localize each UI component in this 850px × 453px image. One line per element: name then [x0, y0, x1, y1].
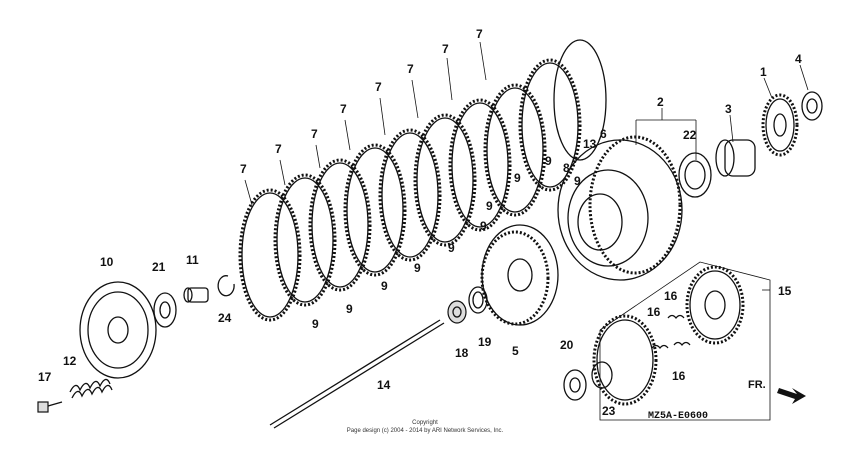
label-21: 21: [152, 260, 166, 274]
label-9j: 9: [574, 174, 581, 188]
oil-pump-drive-sprocket: [592, 314, 658, 406]
lifter-rod: [269, 319, 445, 429]
label-5: 5: [512, 344, 519, 358]
label-4: 4: [795, 52, 802, 66]
spacer: [715, 139, 756, 177]
front-direction-arrow-icon: [777, 388, 806, 404]
label-9a: 9: [312, 317, 319, 331]
label-7a: 7: [240, 162, 247, 176]
label-7c: 7: [311, 127, 318, 141]
lifter-piece: [183, 287, 209, 303]
label-16c: 16: [672, 369, 686, 383]
oil-pump-gear-box: [599, 261, 771, 421]
label-7f: 7: [407, 62, 414, 76]
label-13: 13: [583, 137, 597, 151]
label-2: 2: [657, 95, 664, 109]
label-22: 22: [683, 128, 697, 142]
label-23: 23: [602, 404, 616, 418]
thrust-washer: [563, 369, 587, 401]
label-6: 6: [600, 127, 607, 141]
release-bearing: [153, 292, 177, 328]
label-16b: 16: [647, 305, 661, 319]
label-12: 12: [63, 354, 77, 368]
copyright-title: Copyright: [412, 420, 438, 426]
label-16a: 16: [664, 289, 678, 303]
collar: [591, 361, 613, 389]
label-7e: 7: [375, 80, 382, 94]
drive-sprocket: [761, 93, 799, 157]
snap-ring: [217, 275, 235, 297]
needle-bearing: [678, 152, 712, 198]
label-1: 1: [760, 65, 767, 79]
label-9b: 9: [346, 302, 353, 316]
clutch-outer: [557, 135, 683, 281]
label-11: 11: [186, 253, 199, 267]
pressure-plate: [79, 281, 157, 379]
label-18: 18: [455, 346, 469, 360]
label-24: 24: [218, 311, 232, 325]
lock-nut: [447, 300, 467, 324]
diagram-code: MZ5A-E0600: [648, 411, 708, 422]
label-9e: 9: [448, 241, 455, 255]
label-10: 10: [100, 255, 114, 269]
label-15: 15: [778, 284, 792, 298]
label-9i: 9: [545, 154, 552, 168]
label-14: 14: [377, 378, 391, 392]
leader-lines: [244, 41, 809, 291]
label-7h: 7: [476, 27, 483, 41]
copyright-notice: Page design (c) 2004 - 2014 by ARI Netwo…: [347, 428, 504, 434]
damper-springs: [651, 314, 691, 350]
clutch-center: [480, 224, 559, 326]
label-9c: 9: [381, 279, 388, 293]
label-7b: 7: [275, 142, 282, 156]
part-labels: 1 2 3 4 5 6 7 7 7 7 7 7 7 7 8 9 9 9 9 9 …: [38, 27, 802, 418]
bolt: [37, 401, 63, 413]
label-9g: 9: [486, 199, 493, 213]
label-17: 17: [38, 370, 52, 384]
primary-gear: [685, 265, 745, 345]
label-8: 8: [563, 161, 570, 175]
label-7d: 7: [340, 102, 347, 116]
bushing: [801, 91, 823, 121]
label-9f: 9: [480, 219, 487, 233]
label-20: 20: [560, 338, 574, 352]
label-9h: 9: [514, 171, 521, 185]
lock-washer: [468, 286, 488, 314]
label-9d: 9: [414, 261, 421, 275]
label-19: 19: [478, 335, 492, 349]
clutch-spring: [69, 378, 113, 399]
label-3: 3: [725, 102, 732, 116]
clutch-plate-stack: [238, 39, 607, 322]
front-direction-label: FR.: [748, 379, 766, 391]
label-7g: 7: [442, 42, 449, 56]
